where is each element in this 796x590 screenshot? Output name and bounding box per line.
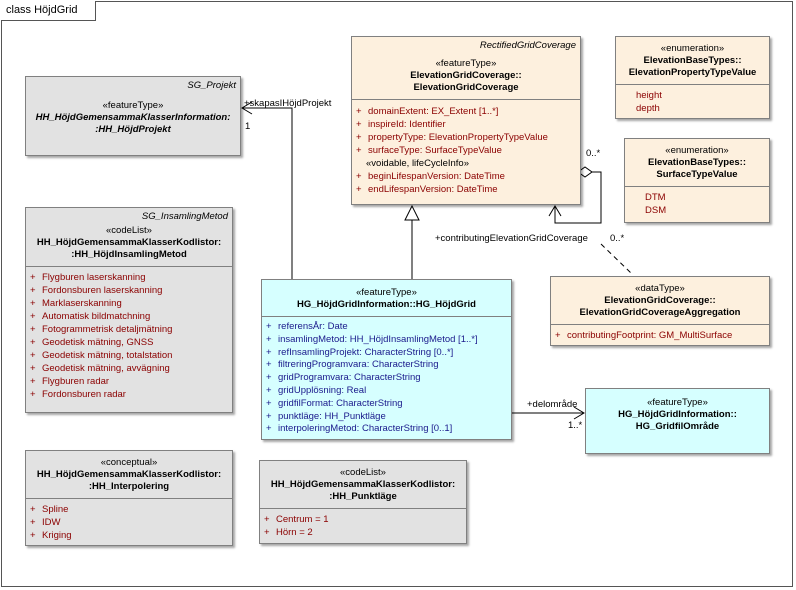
literal-list: DTM DSM [625,186,769,221]
attribute-item: +filtreringProgramvara: CharacterString [266,359,439,371]
class-name-line1: ElevationBaseTypes:: [643,55,742,66]
literal-item: DTM [645,192,666,203]
literal-item: +Geodetisk mätning, GNSS [30,337,154,348]
literal-item: +Flygburen laserskanning [30,272,146,283]
attribute-item: +referensÅr: Date [266,321,348,332]
attribute-item: +beginLifespanVersion: DateTime [356,171,505,182]
attribute-item: +refInsamlingProjekt: CharacterString [0… [266,346,454,358]
class-name-line2: ElevationGridCoverage [413,82,519,93]
literal-list: height depth [616,84,769,119]
enum-surfacetypevalue[interactable]: «enumeration» ElevationBaseTypes:: Surfa… [624,138,770,223]
class-hh-hojdprojekt[interactable]: SG_Projekt «featureType» HH_HöjdGemensam… [25,76,241,156]
attribute-item: +propertyType: ElevationPropertyTypeValu… [356,132,548,143]
parent-package-label: SG_Projekt [187,80,236,91]
class-name-line1: HH_HöjdGemensammaKlasserKodlistor: [36,469,222,480]
parent-package-label: SG_InsamlingMetod [141,211,228,222]
role-delomrade: +delområde [527,399,578,410]
attribute-item: +contributingFootprint: GM_MultiSurface [555,330,733,341]
attribute-item: +domainExtent: EX_Extent [1..*] [356,106,499,117]
literal-item: +Flygburen radar [30,376,110,387]
literal-item: height [636,90,662,101]
literal-item: +Fotogrammetrisk detaljmätning [30,324,173,335]
stereotype-label: «codeList» [106,225,152,236]
attribute-item: +punktläge: HH_Punktläge [266,410,386,422]
class-name-line1: ElevationGridCoverage:: [410,70,522,81]
literal-item: +Kriging [30,530,72,541]
literal-list: +Flygburen laserskanning +Fordonsburen l… [26,266,232,405]
class-elevationgridcoverage[interactable]: RectifiedGridCoverage «featureType» Elev… [351,36,581,205]
literal-list: +Centrum = 1 +Hörn = 2 [260,508,466,543]
literal-item: DSM [645,205,667,216]
role-contributingelevationgridcoverage: +contributingElevationGridCoverage [435,233,588,244]
stereotype-label: «enumeration» [660,43,725,54]
literal-item: +Automatisk bildmatchning [30,311,151,322]
class-hh-hojdinsamlingmetod[interactable]: SG_InsamlingMetod «codeList» HH_HöjdGeme… [25,207,233,413]
stereotype-label: «featureType» [647,397,708,408]
diagram-title: class HöjdGrid [1,1,96,21]
class-name-line1: ElevationGridCoverage:: [604,295,716,306]
literal-item: +Fordonsburen radar [30,389,126,400]
attribute-item: +interpoleringMetod: CharacterString [0.… [266,423,453,435]
attribute-group-label: «voidable, lifeCycleInfo» [366,158,469,169]
class-name-line1: HH_HöjdGemensammaKlasserInformation: [35,112,231,123]
class-name-line1: ElevationBaseTypes:: [647,157,747,168]
datatype-elevationgridcoverageaggregation[interactable]: «dataType» ElevationGridCoverage:: Eleva… [550,276,770,346]
attribute-item: +gridfilFormat: CharacterString [266,397,403,409]
class-name-line1: HG_HöjdGridInformation:: [618,409,737,420]
multiplicity-contributing: 0..* [610,233,625,244]
literal-item: +Centrum = 1 [264,514,329,525]
class-name: HG_HöjdGridInformation::HG_HöjdGrid [297,299,476,310]
stereotype-label: «codeList» [340,467,386,478]
class-hh-interpolering[interactable]: «conceptual» HH_HöjdGemensammaKlasserKod… [25,450,233,546]
attribute-item: +inspireId: Identifier [356,119,446,130]
class-hg-gridfilomrade[interactable]: «featureType» HG_HöjdGridInformation:: H… [585,388,770,454]
enum-elevationpropertytypevalue[interactable]: «enumeration» ElevationBaseTypes:: Eleva… [615,36,770,119]
literal-item: +Spline [30,504,69,515]
literal-list: +Spline +IDW +Kriging [26,498,232,546]
attribute-list: +referensÅr: Date +insamlingMetod: HH_Hö… [262,316,511,440]
parent-class-label: RectifiedGridCoverage [479,40,576,51]
class-name-line2: :HH_Punktläge [329,491,397,502]
stereotype-label: «enumeration» [665,145,729,156]
class-name-line2: ElevationPropertyTypeValue [628,67,757,78]
attribute-item: +endLifespanVersion: DateTime [356,184,498,195]
attribute-list: +contributingFootprint: GM_MultiSurface [551,324,769,346]
class-name-line1: HH_HöjdGemensammaKlasserKodlistor: [36,237,222,248]
attribute-item: +gridProgramvara: CharacterString [266,372,421,384]
literal-item: +Geodetisk mätning, avvägning [30,363,170,374]
class-name-line2: :HH_HöjdInsamlingMetod [71,249,187,260]
class-name-line2: SurfaceTypeValue [656,169,738,180]
class-hg-hojdgrid[interactable]: «featureType» HG_HöjdGridInformation::HG… [261,279,512,440]
literal-item: +Marklaserskanning [30,298,122,309]
class-name-line2: :HH_Interpolering [88,481,170,492]
class-hh-punktlage[interactable]: «codeList» HH_HöjdGemensammaKlasserKodli… [259,460,467,544]
literal-item: depth [636,103,660,114]
class-name-line1: HH_HöjdGemensammaKlasserKodlistor: [270,479,456,490]
stereotype-label: «conceptual» [100,457,158,468]
stereotype-label: «featureType» [435,58,497,69]
attribute-item: +surfaceType: SurfaceTypeValue [356,145,502,156]
literal-item: +Fordonsburen laserskanning [30,285,163,296]
stereotype-label: «featureType» [102,100,164,111]
multiplicity-aggregation: 0..* [586,148,601,159]
multiplicity-delomrade: 1..* [568,420,583,431]
attribute-list: +domainExtent: EX_Extent [1..*] +inspire… [352,99,580,200]
multiplicity-skapas: 1 [245,121,251,132]
class-name-line2: ElevationGridCoverageAggregation [579,307,741,318]
attribute-item: +gridUpplösning: Real [266,384,367,396]
attribute-item: +insamlingMetod: HH_HöjdInsamlingMetod [… [266,333,478,345]
literal-item: +Hörn = 2 [264,527,313,538]
stereotype-label: «dataType» [635,283,685,294]
role-skapasihojdprojekt: +skapasIHöjdProjekt [244,98,332,109]
stereotype-label: «featureType» [356,287,417,298]
class-name-line2: HG_GridfilOmråde [635,421,720,432]
class-name-line2: :HH_HöjdProjekt [95,124,171,135]
literal-item: +Geodetisk mätning, totalstation [30,350,173,361]
literal-item: +IDW [30,517,61,528]
